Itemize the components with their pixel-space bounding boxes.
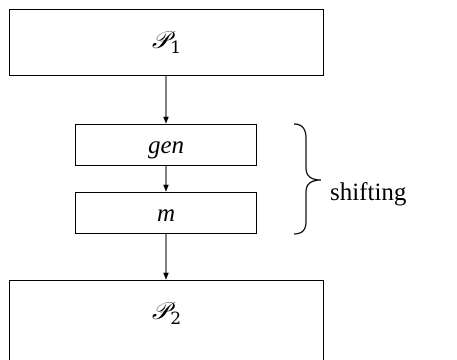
node-p2-letter: 𝒫	[151, 297, 170, 325]
node-p1-letter: 𝒫	[151, 26, 170, 54]
node-p2-subscript: 2	[170, 309, 182, 329]
shifting-brace	[293, 123, 322, 235]
node-p2-label: 𝒫2	[152, 299, 181, 328]
node-p1-subscript: 1	[170, 38, 182, 58]
node-p1: 𝒫1	[9, 9, 324, 76]
node-m: m	[75, 192, 257, 234]
node-gen: gen	[75, 124, 257, 166]
node-m-label: m	[156, 199, 176, 227]
node-p2: 𝒫2	[9, 280, 324, 360]
node-p1-label: 𝒫1	[152, 28, 181, 57]
connector-layer	[163, 76, 322, 280]
group-label-shifting: shifting	[330, 179, 407, 206]
node-gen-label: gen	[147, 131, 185, 159]
